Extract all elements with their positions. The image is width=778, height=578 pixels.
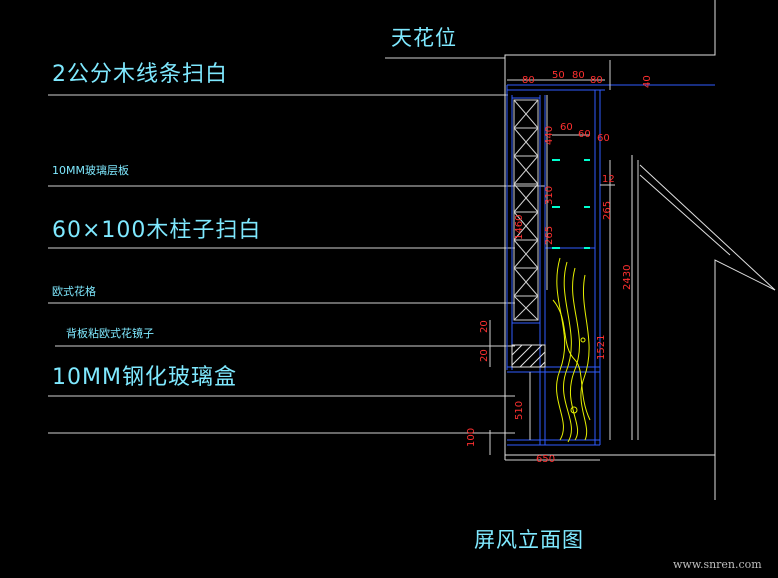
dim-v-440: 440: [544, 126, 555, 145]
dim-v-1460: 1460: [514, 215, 525, 240]
ornament-curves: [552, 257, 591, 443]
wall-outline: [504, 0, 776, 500]
dim-top-80a: 80: [522, 75, 535, 86]
label-ceiling: 天花位: [391, 26, 457, 50]
dim-top-80c: 80: [590, 75, 603, 86]
dim-60c: 60: [597, 133, 610, 144]
base-hatch: [511, 344, 546, 368]
label-leaders: [48, 57, 545, 434]
drawing-title: 屏风立面图: [474, 528, 584, 552]
dimension-lines: [489, 60, 639, 461]
dim-60b: 60: [578, 129, 591, 140]
dim-h-650: 650: [536, 454, 555, 465]
label-euro-lattice: 欧式花格: [52, 285, 96, 298]
dimension-labels: 80 50 80 80 40 440 60 60 60 310 12 265 2…: [466, 70, 653, 465]
dim-top-50: 50: [552, 70, 565, 81]
dim-v-100: 100: [466, 428, 477, 447]
dim-v-1521: 1521: [596, 335, 607, 360]
dim-right-40: 40: [642, 75, 653, 88]
dim-v-510: 510: [514, 401, 525, 420]
label-glass-shelf: 10MM玻璃层板: [52, 164, 129, 177]
dim-v-310: 310: [544, 186, 555, 205]
dim-265a: 265: [544, 226, 555, 245]
watermark: www.snren.com: [673, 558, 762, 571]
glass-shelves: [552, 159, 590, 249]
label-back-mirror: 背板粘欧式花镜子: [66, 327, 154, 340]
dim-12: 12: [602, 174, 615, 185]
euro-lattice-pattern: [513, 99, 539, 321]
label-glass-box: 10MM钢化玻璃盒: [52, 365, 237, 390]
label-wood-strip: 2公分木线条扫白: [52, 62, 228, 87]
dim-v-2430: 2430: [622, 265, 633, 290]
dim-v-20a: 20: [479, 320, 490, 333]
dim-v-20b: 20: [479, 349, 490, 362]
label-wood-post: 60×100木柱子扫白: [52, 218, 262, 243]
dim-top-80b: 80: [572, 70, 585, 81]
dim-265b: 265: [602, 201, 613, 220]
screen-structure: [506, 84, 715, 446]
dim-60a: 60: [560, 122, 573, 133]
